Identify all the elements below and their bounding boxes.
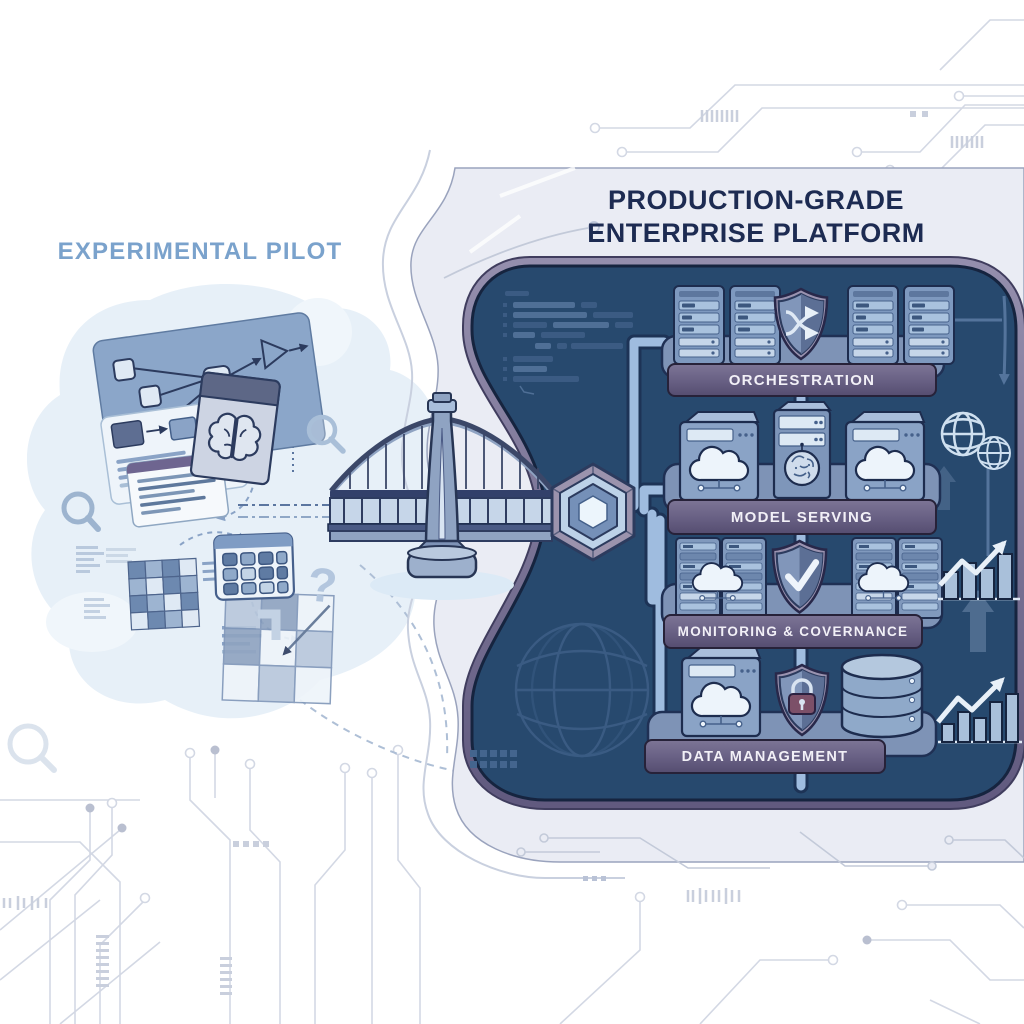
matrix-grid-icon — [221, 591, 335, 705]
dot-grid — [470, 750, 517, 768]
calendar-grid-icon — [213, 532, 296, 601]
magnifier-icon — [7, 723, 57, 773]
cloud-server-icon — [680, 412, 758, 500]
platform-title-line2: ENTERPRISE PLATFORM — [587, 218, 925, 248]
up-arrow-icon — [962, 590, 994, 652]
circuit-traces-bottom-center — [559, 888, 1024, 1024]
section-label-data-management: DATA MANAGEMENT — [681, 748, 849, 765]
growth-chart-icon — [936, 677, 1022, 744]
platform-title-line1: PRODUCTION-GRADE — [608, 185, 904, 215]
pilot-title: EXPERIMENTAL PILOT — [57, 238, 343, 265]
brain-window-card-icon — [189, 371, 281, 486]
cloud-server-icon — [682, 648, 760, 736]
wireframe-globe-icon — [514, 622, 650, 758]
magnifier-icon — [61, 491, 101, 532]
monitoring-icons — [675, 537, 943, 619]
data-management-icons — [682, 648, 924, 739]
database-cylinder-icon — [840, 653, 924, 739]
code-lines — [503, 291, 633, 395]
lock-shield-icon — [774, 663, 830, 737]
model-serving-icons — [680, 400, 924, 500]
section-label-monitoring-governance: MONITORING & COVERNANCE — [677, 624, 909, 639]
mini-table-grid-icon — [127, 557, 220, 631]
question-mark: ? — [305, 558, 340, 614]
circuit-traces-bottom-left — [0, 744, 421, 1024]
globe-icon — [977, 436, 1011, 470]
section-label-orchestration: ORCHESTRATION — [728, 371, 876, 389]
section-label-bars — [644, 363, 937, 774]
orchestration-icons — [673, 285, 955, 365]
hexagon-connector-icon — [550, 462, 636, 562]
model-brain-server-icon — [772, 400, 832, 500]
growth-chart-icon — [938, 540, 1020, 601]
section-label-model-serving: MODEL SERVING — [730, 508, 874, 526]
enterprise-panel — [462, 256, 1024, 810]
bent-arrow-icon — [258, 609, 281, 640]
platform-title: PRODUCTION-GRADE ENTERPRISE PLATFORM — [562, 184, 950, 250]
magnifier-icon — [306, 414, 346, 454]
suspension-bridge-icon — [327, 392, 555, 600]
check-shield-icon — [771, 539, 828, 614]
cloud-server-icon — [846, 412, 924, 500]
flow-arrows — [943, 295, 1010, 556]
routing-shield-icon — [773, 287, 829, 361]
